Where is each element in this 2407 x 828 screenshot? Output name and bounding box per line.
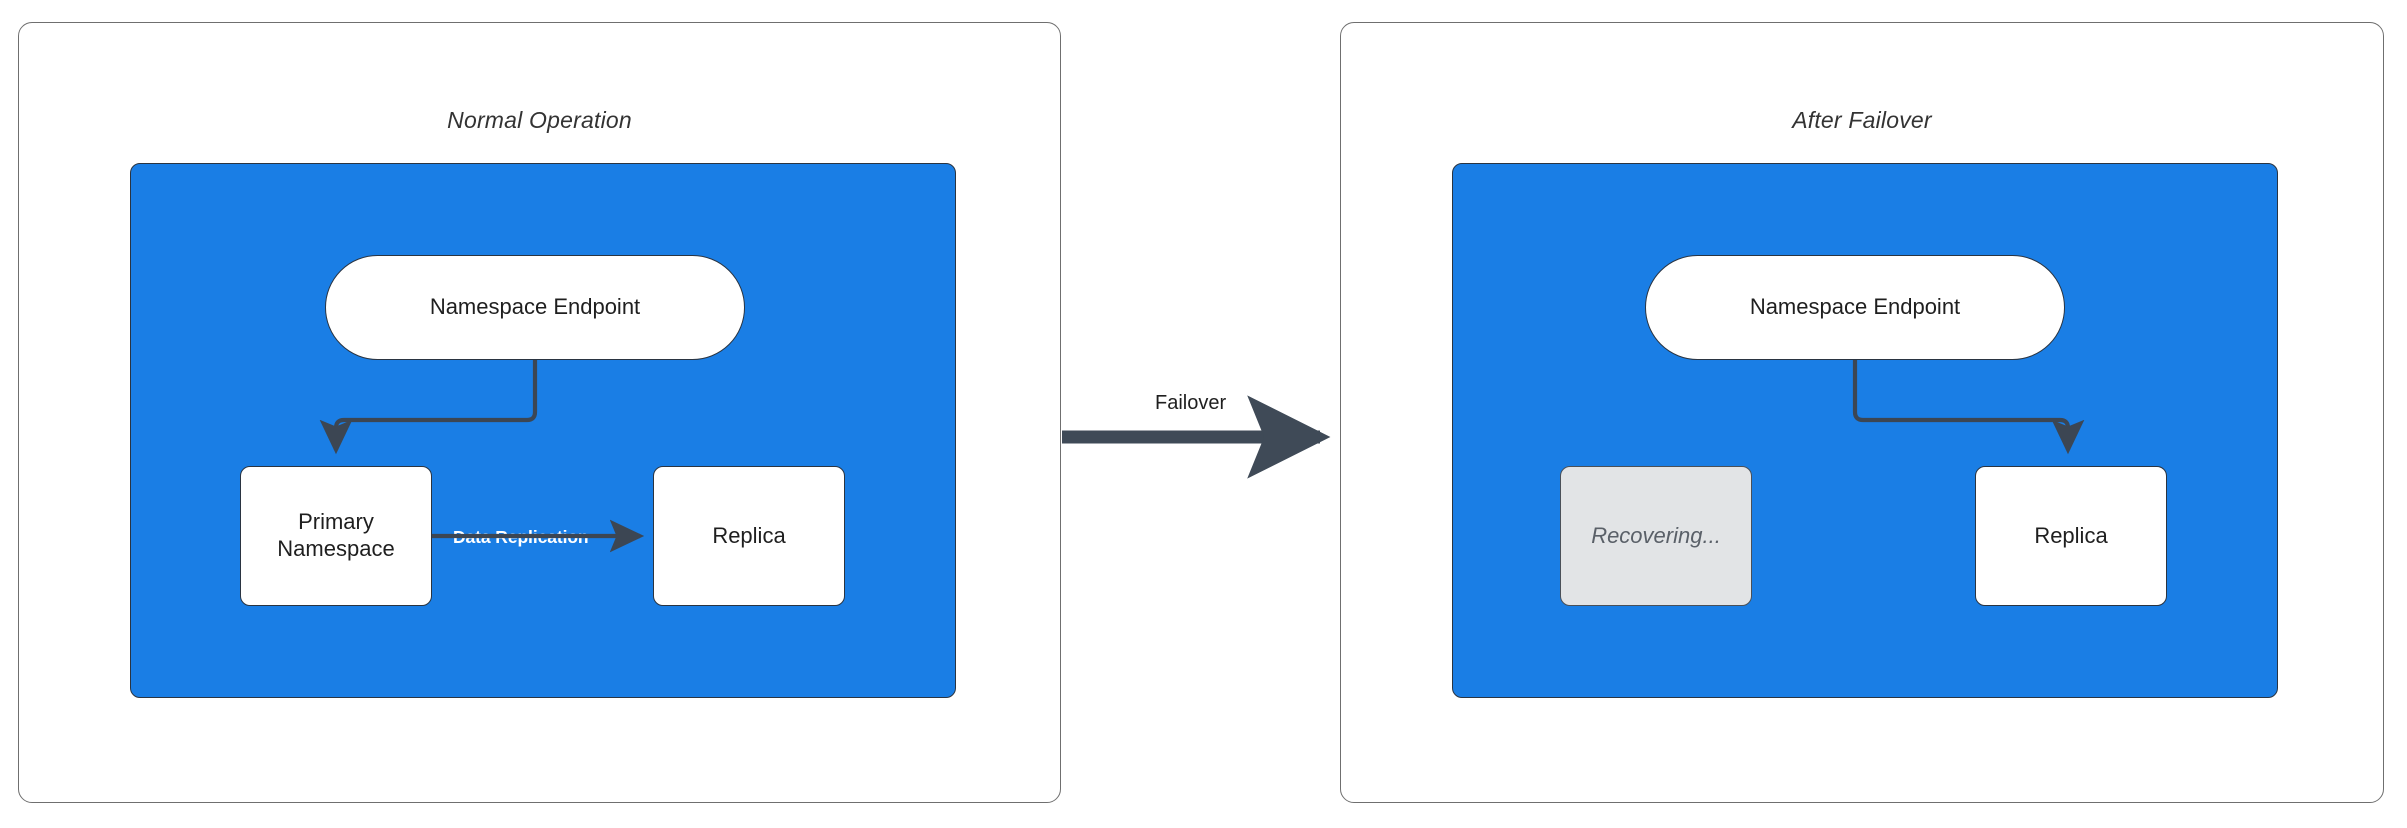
node-replica-right[interactable]: Replica xyxy=(1975,466,2167,606)
blue-region-normal-operation xyxy=(130,163,956,698)
node-label: Replica xyxy=(2034,522,2108,548)
node-label: Primary Namespace xyxy=(277,509,394,563)
node-label: Namespace Endpoint xyxy=(429,294,641,320)
node-namespace-endpoint-right[interactable]: Namespace Endpoint xyxy=(1645,255,2065,360)
node-label-line1: Primary xyxy=(298,509,374,535)
node-recovering[interactable]: Recovering... xyxy=(1560,466,1752,606)
node-label: Replica xyxy=(712,522,786,548)
edge-label-failover: Failover xyxy=(1155,392,1227,414)
panel-title-normal-operation: Normal Operation xyxy=(447,107,632,133)
node-namespace-endpoint-left[interactable]: Namespace Endpoint xyxy=(325,255,745,360)
blue-region-after-failover xyxy=(1452,163,2278,698)
panel-title-after-failover: After Failover xyxy=(1792,107,1932,133)
node-label-line2: Namespace xyxy=(277,536,395,561)
edge-label-data-replication: Data Replication xyxy=(453,527,589,547)
node-replica-left[interactable]: Replica xyxy=(653,466,845,606)
node-label: Namespace Endpoint xyxy=(1749,294,1961,320)
node-primary-namespace[interactable]: Primary Namespace xyxy=(240,466,432,606)
node-label: Recovering... xyxy=(1591,522,1721,548)
